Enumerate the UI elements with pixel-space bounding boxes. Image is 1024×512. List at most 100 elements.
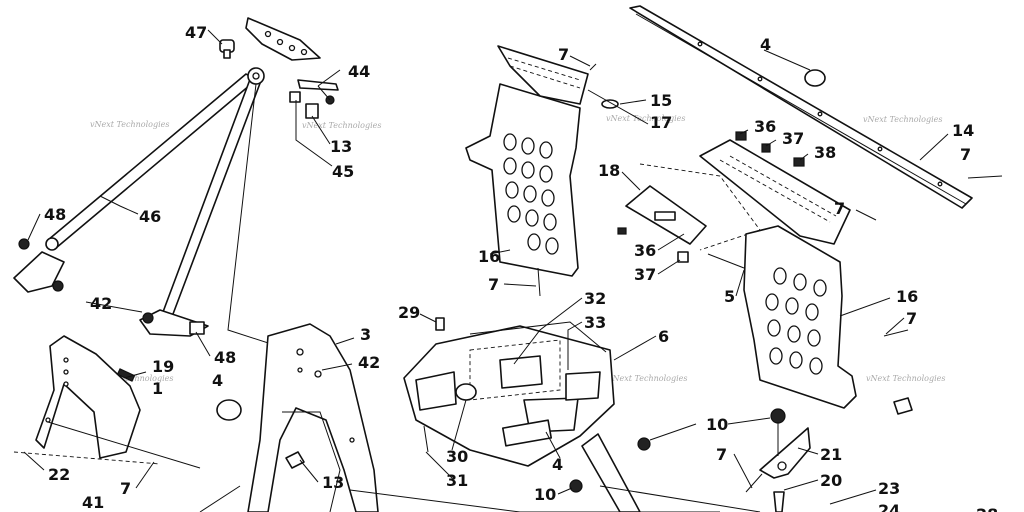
bolt-29 [435, 317, 445, 331]
callout-24: 24 [878, 501, 900, 512]
grille-mesh [507, 57, 581, 81]
bracket-hole [276, 38, 284, 46]
pin-44 [297, 79, 339, 91]
side-plate-1 [35, 335, 141, 459]
callout-46: 46 [139, 207, 161, 226]
callout-5: 5 [724, 287, 735, 306]
callout-29: 29 [398, 303, 420, 322]
callout-45: 45 [332, 162, 354, 181]
bracket-hole [264, 30, 272, 38]
frame-hole [314, 370, 322, 378]
frame-hole [349, 437, 355, 443]
nut-42b [142, 312, 154, 324]
strap-33 [565, 371, 601, 401]
callout-33: 33 [584, 313, 606, 332]
latch-assembly [617, 131, 851, 263]
rail-14 [629, 5, 973, 209]
main-frame [199, 323, 379, 512]
callout-31: 31 [446, 471, 468, 490]
frame-hole [297, 367, 303, 373]
clip-ring-4c [804, 69, 826, 87]
bolt-48 [189, 321, 205, 335]
callout-10: 10 [534, 485, 556, 504]
callout-13: 13 [322, 473, 344, 492]
callout-17: 17 [650, 113, 672, 132]
battery-tray [403, 317, 615, 467]
bracket-hole [300, 48, 308, 56]
callout-4: 4 [760, 35, 771, 54]
mesh [719, 159, 831, 223]
strut-end [45, 237, 59, 251]
callout-7: 7 [716, 445, 727, 464]
bushing [893, 397, 913, 415]
callout-21: 21 [820, 445, 842, 464]
grommet-30 [455, 383, 477, 401]
screw-36b [617, 227, 627, 235]
latch-outline [639, 163, 761, 251]
callout-42: 42 [358, 353, 380, 372]
right-plate [707, 225, 913, 415]
callout-4: 4 [552, 455, 563, 474]
callout-19: 19 [152, 357, 174, 376]
leader-lines [23, 29, 949, 512]
bolt-47-shank [223, 49, 231, 59]
pin-7 [589, 63, 597, 71]
callout-6: 6 [658, 327, 669, 346]
nut-10b [770, 408, 786, 424]
plate-hole [63, 381, 69, 387]
grille-plate [699, 139, 851, 245]
watermark: vNext Technologies [866, 374, 945, 383]
top-bracket [245, 17, 321, 61]
pin-31 [423, 425, 429, 453]
callout-47: 47 [185, 23, 207, 42]
perforated-plate-16b [743, 225, 857, 409]
callout-36: 36 [634, 241, 656, 260]
callout-16: 16 [478, 247, 500, 266]
callout-3: 3 [360, 325, 371, 344]
grille-17 [497, 45, 589, 105]
callout-48: 48 [44, 205, 66, 224]
lower-rod [599, 485, 761, 512]
watermark: vNext Technologies [302, 121, 381, 130]
callout-18: 18 [598, 161, 620, 180]
rail-edge [635, 13, 967, 205]
callout-16: 16 [896, 287, 918, 306]
pad [501, 419, 553, 447]
callout-13: 13 [330, 137, 352, 156]
callout-7: 7 [834, 199, 845, 218]
callout-30: 30 [446, 447, 468, 466]
side-plate-left [13, 335, 242, 469]
nut-45 [289, 91, 301, 103]
bolt-13b [285, 451, 305, 469]
callout-7: 7 [488, 275, 499, 294]
nut-10c [569, 479, 583, 493]
callout-23: 23 [878, 479, 900, 498]
nut-37 [677, 251, 689, 263]
tray-outline [469, 339, 561, 401]
block-left [415, 371, 457, 411]
callout-36: 36 [754, 117, 776, 136]
watermark: vNext Technologies [606, 114, 685, 123]
callout-22: 22 [48, 465, 70, 484]
pin-5 [707, 253, 745, 269]
watermark: vNext Technologies [863, 115, 942, 124]
callout-14: 14 [952, 121, 974, 140]
plate-holes [503, 133, 559, 255]
callout-44: 44 [348, 62, 370, 81]
frame-hole [296, 348, 304, 356]
strut-top-hole [252, 72, 260, 80]
block-center [499, 355, 543, 389]
pin-7b [537, 267, 541, 297]
frame-inner [282, 411, 341, 512]
callout-28: 28 [976, 505, 998, 512]
pin-7d [967, 175, 1003, 179]
grille-mesh [509, 65, 581, 89]
bracket-hole [288, 44, 296, 52]
frame-3 [247, 323, 379, 512]
callout-37: 37 [634, 265, 656, 284]
bracket-21 [759, 427, 811, 479]
plate-hole [63, 369, 69, 375]
axis-line [13, 451, 161, 465]
callout-1: 1 [152, 379, 163, 398]
